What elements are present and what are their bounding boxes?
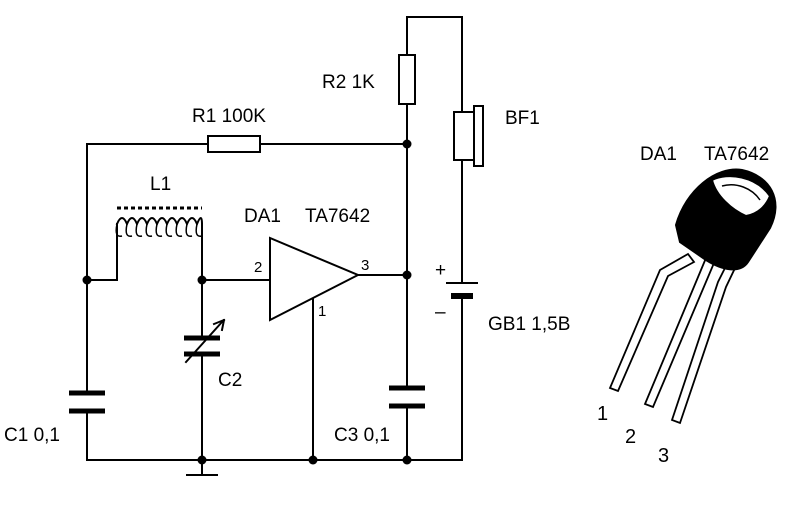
junction-dot bbox=[308, 455, 318, 465]
ic-da1-symbol bbox=[269, 236, 361, 322]
r2-top-wire bbox=[406, 16, 463, 113]
junction-dot bbox=[402, 139, 412, 149]
ta7642-label: TA7642 bbox=[305, 206, 370, 227]
package-flat-face bbox=[710, 175, 772, 218]
battery-minus-label: – bbox=[435, 302, 446, 323]
c2-label: C2 bbox=[218, 370, 242, 391]
pkg-pin1-label: 1 bbox=[597, 403, 608, 425]
junction-dot bbox=[402, 455, 412, 465]
wires bbox=[86, 16, 463, 476]
pin1-label: 1 bbox=[318, 303, 326, 320]
pin3-label: 3 bbox=[361, 257, 369, 274]
pkg-pin2-label: 2 bbox=[625, 426, 636, 448]
resistor-r2 bbox=[398, 54, 416, 105]
bf1-label: BF1 bbox=[505, 108, 540, 129]
resistor-r1 bbox=[207, 135, 261, 153]
package-leads bbox=[608, 252, 738, 425]
junction-dot bbox=[402, 270, 412, 280]
l1-left-lead bbox=[86, 223, 118, 281]
c1-label: C1 0,1 bbox=[4, 425, 60, 446]
earphone-bf1 bbox=[453, 105, 484, 167]
ta7642-package-drawing bbox=[608, 168, 777, 425]
c3-label: C3 0,1 bbox=[334, 425, 390, 446]
pkg-da1-label: DA1 bbox=[640, 144, 677, 165]
da1-label: DA1 bbox=[244, 206, 281, 227]
capacitor-c1 bbox=[69, 390, 105, 414]
variable-capacitor-c2 bbox=[184, 318, 226, 364]
battery-gb1 bbox=[446, 282, 478, 299]
battery-plus-label: + bbox=[435, 260, 446, 281]
junction-dot bbox=[197, 455, 207, 465]
pkg-ta7642-label: TA7642 bbox=[704, 144, 769, 165]
r1-label: R1 100K bbox=[192, 106, 266, 127]
pkg-pin3-label: 3 bbox=[658, 445, 669, 467]
junctions bbox=[82, 139, 412, 465]
capacitor-c3 bbox=[389, 385, 425, 409]
gb1-label: GB1 1,5B bbox=[488, 314, 570, 335]
junction-dot bbox=[197, 275, 207, 285]
pin2-label: 2 bbox=[254, 259, 262, 276]
r2-label: R2 1K bbox=[322, 72, 375, 93]
l1-label: L1 bbox=[150, 174, 171, 195]
junction-dot bbox=[82, 275, 92, 285]
inductor-l1 bbox=[115, 206, 204, 237]
